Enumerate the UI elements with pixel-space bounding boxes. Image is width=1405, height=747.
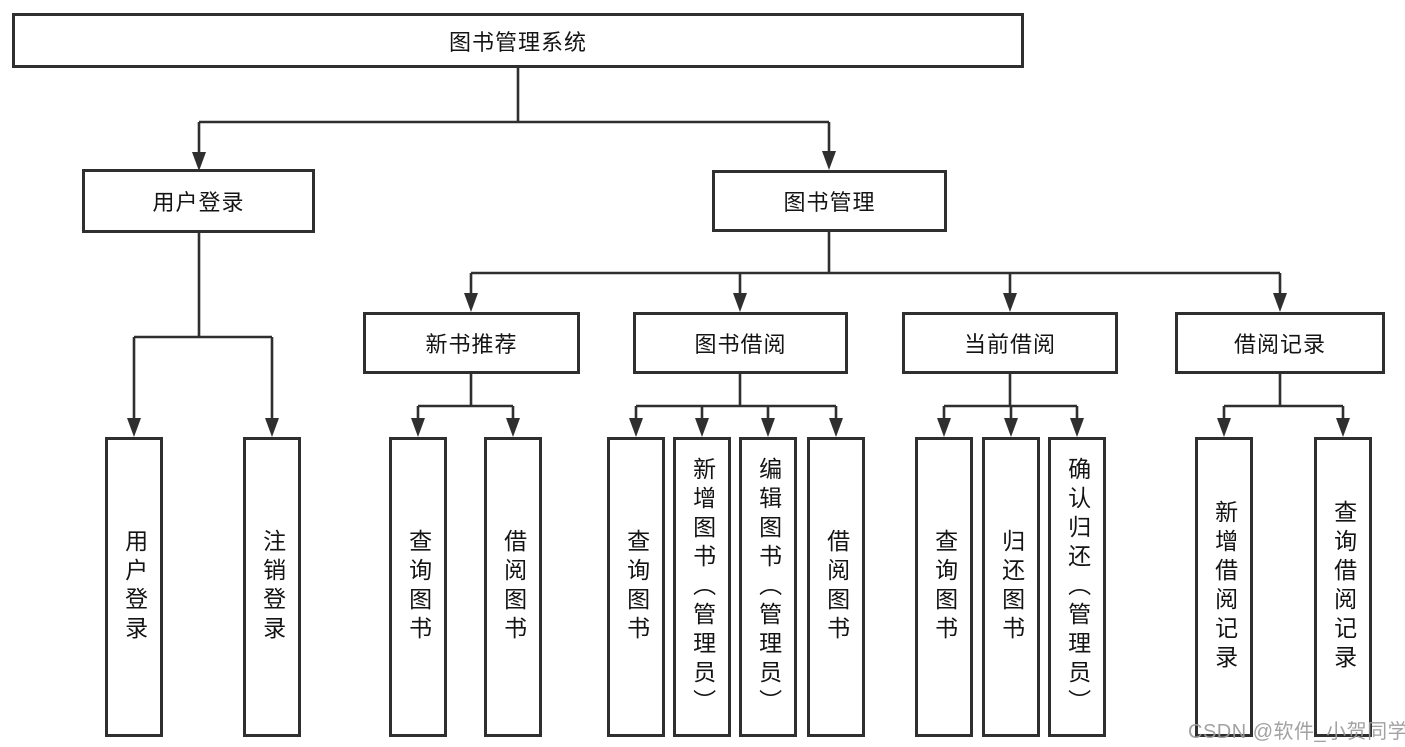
arrow-down-icon <box>1273 293 1287 312</box>
node-current-borrow: 当前借阅 <box>902 312 1118 374</box>
node-book-borrow-label: 图书借阅 <box>694 332 787 357</box>
leaf-br-query-record-label: 查询借阅记录 <box>1330 500 1357 674</box>
node-root: 图书管理系统 <box>12 13 1024 68</box>
leaf-bb-add-books-admin-label: 新增图书（管理员） <box>689 456 716 718</box>
node-current-borrow-label: 当前借阅 <box>963 332 1056 357</box>
leaf-br-add-record-label: 新增借阅记录 <box>1211 500 1238 674</box>
leaf-cb-query-books: 查询图书 <box>915 437 973 737</box>
leaf-br-add-record: 新增借阅记录 <box>1195 437 1253 737</box>
leaf-logout-label: 注销登录 <box>259 529 286 645</box>
arrow-down-icon <box>1217 418 1231 437</box>
leaf-cb-query-books-label: 查询图书 <box>931 529 958 645</box>
node-user-login: 用户登录 <box>82 169 315 233</box>
leaf-cb-confirm-return-admin: 确认归还（管理员） <box>1048 437 1106 737</box>
leaf-user-login: 用户登录 <box>105 437 163 737</box>
arrow-down-icon <box>695 418 709 437</box>
node-book-management-label: 图书管理 <box>783 190 876 215</box>
arrow-down-icon <box>1070 418 1084 437</box>
arrow-down-icon <box>829 418 843 437</box>
arrow-down-icon <box>265 418 279 437</box>
arrow-down-icon <box>464 293 478 312</box>
arrow-down-icon <box>761 418 775 437</box>
arrow-down-icon <box>506 418 520 437</box>
arrow-down-icon <box>629 418 643 437</box>
connector-lines <box>132 68 1345 426</box>
arrow-down-icon <box>1336 418 1350 437</box>
node-book-management: 图书管理 <box>712 170 947 232</box>
node-root-label: 图书管理系统 <box>448 29 587 55</box>
leaf-cb-return-books-label: 归还图书 <box>998 529 1025 645</box>
leaf-bb-query-books-label: 查询图书 <box>623 529 650 645</box>
node-borrow-records-label: 借阅记录 <box>1233 332 1326 357</box>
leaf-cb-return-books: 归还图书 <box>982 437 1040 737</box>
leaf-user-login-label: 用户登录 <box>121 529 148 645</box>
arrow-down-icon <box>411 418 425 437</box>
leaf-nb-query-books: 查询图书 <box>389 437 447 737</box>
arrow-down-icon <box>822 151 836 170</box>
leaf-nb-borrow-books-label: 借阅图书 <box>500 529 527 645</box>
node-borrow-records: 借阅记录 <box>1175 312 1385 374</box>
arrow-down-icon <box>127 418 141 437</box>
leaf-bb-borrow-books: 借阅图书 <box>807 437 865 737</box>
leaf-bb-query-books: 查询图书 <box>607 437 665 737</box>
arrow-heads <box>127 151 1350 437</box>
leaf-bb-borrow-books-label: 借阅图书 <box>823 529 850 645</box>
leaf-nb-query-books-label: 查询图书 <box>405 529 432 645</box>
arrow-down-icon <box>733 293 747 312</box>
node-book-borrow: 图书借阅 <box>633 312 848 374</box>
node-user-login-label: 用户登录 <box>152 190 245 215</box>
leaf-cb-confirm-return-admin-label: 确认归还（管理员） <box>1064 456 1091 718</box>
arrow-down-icon <box>192 152 206 171</box>
leaf-bb-edit-books-admin-label: 编辑图书（管理员） <box>755 456 782 718</box>
arrow-down-icon <box>937 418 951 437</box>
arrow-down-icon <box>1003 293 1017 312</box>
leaf-br-query-record: 查询借阅记录 <box>1314 437 1372 737</box>
node-new-book-recommend-label: 新书推荐 <box>425 332 518 357</box>
arrow-down-icon <box>1004 418 1018 437</box>
leaf-nb-borrow-books: 借阅图书 <box>484 437 542 737</box>
node-new-book-recommend: 新书推荐 <box>363 312 580 374</box>
csdn-watermark: CSDN @软件_小贺同学 <box>1188 721 1405 743</box>
leaf-bb-edit-books-admin: 编辑图书（管理员） <box>739 437 797 737</box>
leaf-logout: 注销登录 <box>243 437 301 737</box>
leaf-bb-add-books-admin: 新增图书（管理员） <box>673 437 731 737</box>
